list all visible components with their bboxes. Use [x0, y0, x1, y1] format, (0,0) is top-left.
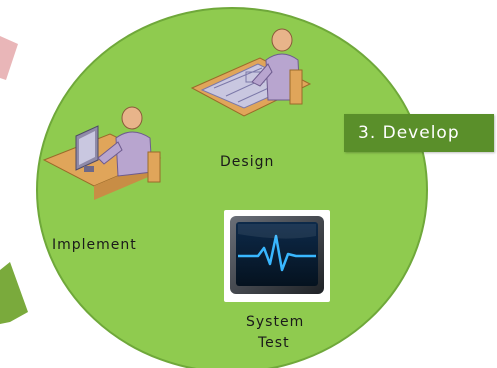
previous-phase-arrow — [0, 36, 18, 80]
design-label: Design — [220, 154, 275, 170]
programmer-at-computer-icon — [42, 106, 162, 200]
system-test-label-line2: Test — [258, 335, 290, 351]
implement-label: Implement — [52, 237, 137, 253]
system-test-card — [224, 210, 330, 302]
phase-badge-label: 3. Develop — [358, 123, 460, 143]
system-test-label-line1: System — [246, 314, 305, 330]
phase-badge: 3. Develop — [344, 114, 494, 152]
previous-phase-box — [0, 262, 28, 324]
designer-at-drafting-table-icon — [190, 28, 312, 117]
heartbeat-monitor-icon — [230, 216, 324, 294]
